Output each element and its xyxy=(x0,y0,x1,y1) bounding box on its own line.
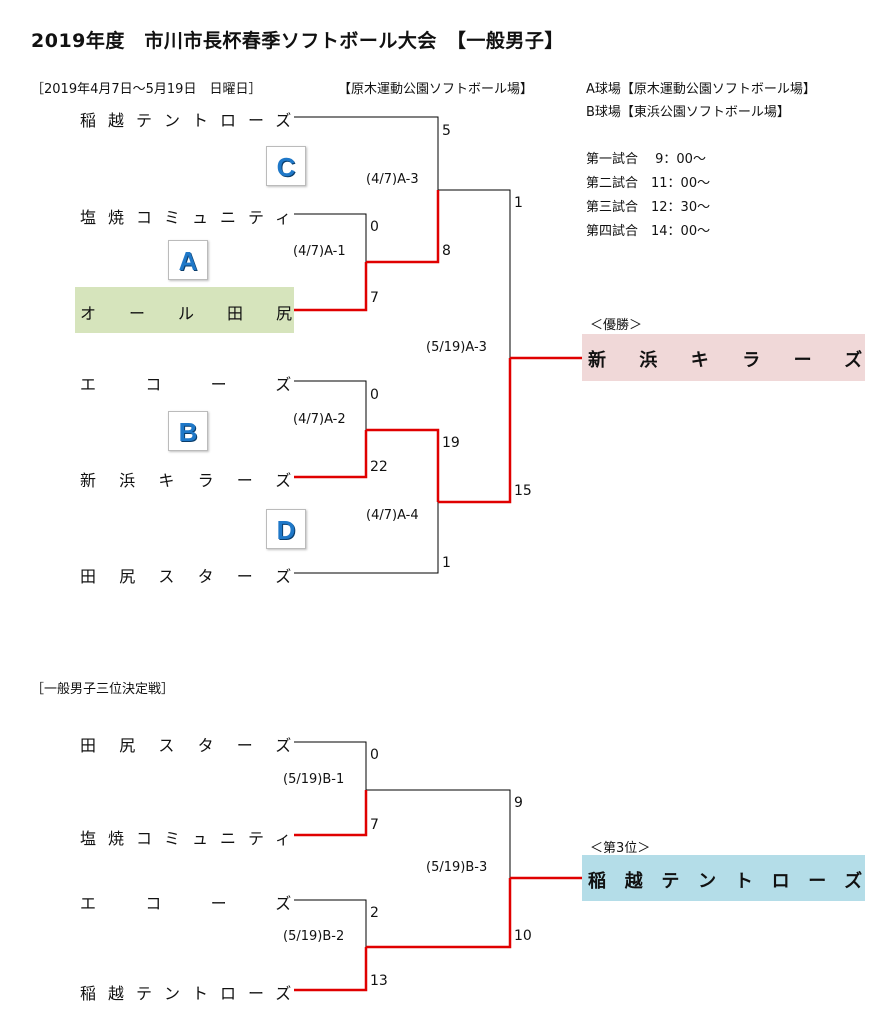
venue-b: B球場【東浜公園ソフトボール場】 xyxy=(586,105,790,120)
score-b3-top: 9 xyxy=(514,795,523,811)
team-name: エコーズ xyxy=(80,894,341,913)
third-team-tajiri-stars: 田尻スターズ xyxy=(80,732,292,756)
schedule-game-2: 第二試合 11：00～ xyxy=(586,176,711,191)
score-b2-bottom: 13 xyxy=(370,973,388,989)
score-a3-bottom: 8 xyxy=(442,243,451,259)
third-team-shioyaki-community: 塩焼コミュニティ xyxy=(80,825,292,849)
score-a2-top: 0 xyxy=(370,387,379,403)
third-team-inakoshi-tentroses: 稲越テントローズ xyxy=(80,980,292,1004)
team-niihama-killers: 新浜キラーズ xyxy=(80,467,292,491)
champion-name: 新浜キラーズ xyxy=(588,350,886,371)
third-place-box xyxy=(582,855,865,901)
game-id-final: (5/19)A-3 xyxy=(426,340,487,355)
champion-team: 新浜キラーズ xyxy=(588,346,863,372)
venue-a: A球場【原木運動公園ソフトボール場】 xyxy=(586,82,816,97)
main-venue: 【原木運動公園ソフトボール場】 xyxy=(338,82,534,97)
score-final-top: 1 xyxy=(514,195,523,211)
score-a4-bottom: 1 xyxy=(442,555,451,571)
team-name: 塩焼コミュニティ xyxy=(80,829,304,848)
team-name: 稲越テントローズ xyxy=(80,111,304,130)
team-inakoshi-tentroses: 稲越テントローズ xyxy=(80,107,292,131)
block-letter-b: B xyxy=(168,411,208,451)
block-letter-d: D xyxy=(266,509,306,549)
team-shioyaki-community: 塩焼コミュニティ xyxy=(80,204,292,228)
score-b1-bottom: 7 xyxy=(370,817,379,833)
team-name: 田尻スターズ xyxy=(80,567,315,586)
score-b2-top: 2 xyxy=(370,905,379,921)
champion-label: ＜優勝＞ xyxy=(590,318,643,333)
team-name: オール田尻 xyxy=(80,304,326,323)
team-echoes: エコーズ xyxy=(80,371,292,395)
score-a3-top: 5 xyxy=(442,123,451,139)
game-id-a3: (4/7)A-3 xyxy=(366,172,419,187)
schedule-game-3: 第三試合 12：30～ xyxy=(586,200,711,215)
game-id-b1: (5/19)B-1 xyxy=(283,772,345,787)
block-letter-a: A xyxy=(168,240,208,280)
third-place-heading: ［一般男子三位決定戦］ xyxy=(31,682,175,697)
tournament-period: ［2019年4月7日～5月19日 日曜日］ xyxy=(31,82,262,97)
game-id-a1: (4/7)A-1 xyxy=(293,244,346,259)
third-team-echoes: エコーズ xyxy=(80,890,292,914)
score-b3-bottom: 10 xyxy=(514,928,532,944)
score-a2-bottom: 22 xyxy=(370,459,388,475)
team-tajiri-stars: 田尻スターズ xyxy=(80,563,292,587)
third-place-label: ＜第3位＞ xyxy=(590,841,651,856)
block-letter-c: C xyxy=(266,146,306,186)
schedule-game-4: 第四試合 14：00～ xyxy=(586,224,711,239)
team-name: 田尻スターズ xyxy=(80,736,315,755)
schedule-game-1: 第一試合 9：00～ xyxy=(586,152,706,167)
score-a1-bottom: 7 xyxy=(370,290,379,306)
highlight-orujiri xyxy=(75,287,294,333)
champion-box xyxy=(582,334,865,381)
game-id-b3: (5/19)B-3 xyxy=(426,860,488,875)
score-a4-top: 19 xyxy=(442,435,460,451)
team-name: 稲越テントローズ xyxy=(80,984,304,1003)
game-id-a2: (4/7)A-2 xyxy=(293,412,346,427)
third-place-team: 稲越テントローズ xyxy=(588,867,863,893)
score-final-bottom: 15 xyxy=(514,483,532,499)
third-place-name: 稲越テントローズ xyxy=(588,871,881,892)
team-name: エコーズ xyxy=(80,375,341,394)
game-id-a4: (4/7)A-4 xyxy=(366,508,419,523)
page-title: 2019年度 市川市長杯春季ソフトボール大会 【一般男子】 xyxy=(31,30,564,52)
team-orujiri: オール田尻 xyxy=(80,300,292,324)
game-id-b2: (5/19)B-2 xyxy=(283,929,345,944)
score-b1-top: 0 xyxy=(370,747,379,763)
score-a1-top: 0 xyxy=(370,219,379,235)
team-name: 新浜キラーズ xyxy=(80,471,315,490)
team-name: 塩焼コミュニティ xyxy=(80,208,304,227)
